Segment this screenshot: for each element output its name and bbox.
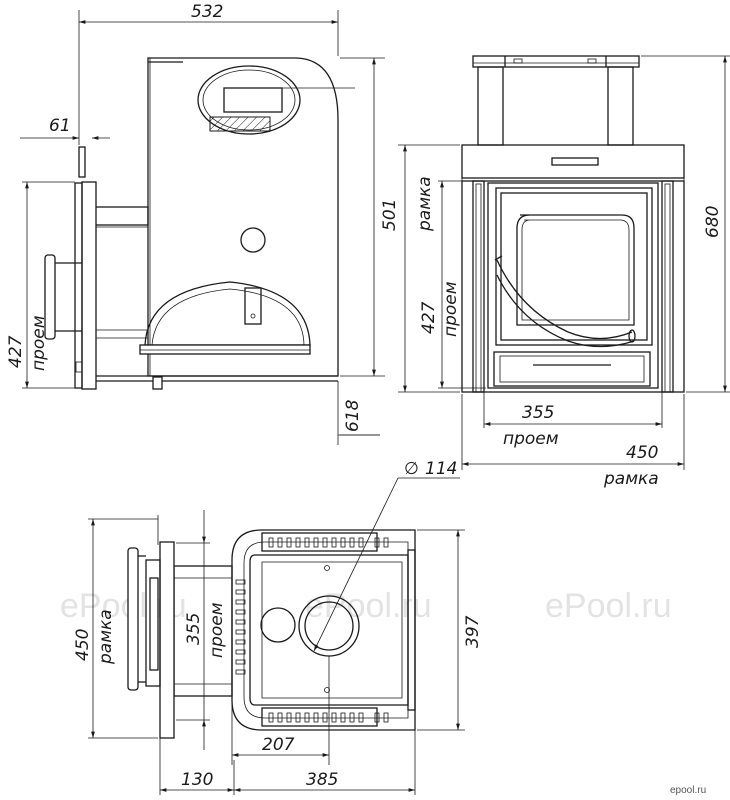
side-view bbox=[44, 57, 355, 390]
plan-view-dimensions: ∅ 114 450 рамка 355 проем 397 207 130 3 bbox=[73, 459, 483, 795]
dim-680: 680 bbox=[703, 206, 723, 238]
dim-355-plan: 355 bbox=[184, 613, 204, 645]
epool-logo: epool.ru bbox=[670, 785, 706, 796]
dim-385: 385 bbox=[306, 770, 338, 790]
watermark-text: ePool.ru bbox=[305, 587, 432, 625]
side-view-dimensions: 532 61 427 проем 501 618 bbox=[6, 2, 400, 445]
dim-427-front: 427 bbox=[419, 301, 439, 334]
label-frame-bottom: рамка bbox=[603, 469, 659, 489]
bottom-grille bbox=[261, 707, 389, 727]
label-opening-bottom: проем bbox=[503, 429, 559, 449]
label-opening-side: проем bbox=[29, 315, 49, 371]
front-view-dimensions: 680 рамка 427 проем 355 проем 450 рамка bbox=[398, 55, 730, 489]
watermark-text: ePool.ru bbox=[545, 587, 672, 625]
label-opening-plan: проем bbox=[207, 602, 227, 658]
dim-397: 397 bbox=[463, 615, 483, 648]
dim-501: 501 bbox=[380, 199, 400, 231]
dim-450-plan: 450 bbox=[73, 629, 93, 661]
dim-130: 130 bbox=[181, 770, 213, 790]
diameter-symbol: ∅ bbox=[404, 459, 419, 479]
dim-427-side: 427 bbox=[6, 335, 26, 368]
label-frame-front: рамка bbox=[415, 176, 435, 232]
front-view bbox=[461, 55, 685, 393]
top-grille bbox=[261, 532, 389, 552]
dim-355-front: 355 bbox=[522, 403, 554, 423]
logo-text: epool.ru bbox=[670, 785, 706, 796]
dim-diameter-114: 114 bbox=[425, 459, 457, 479]
dim-207: 207 bbox=[262, 735, 295, 755]
label-opening-front: проем bbox=[441, 281, 461, 337]
dim-532: 532 bbox=[191, 2, 223, 22]
dim-618: 618 bbox=[343, 399, 363, 432]
dim-61: 61 bbox=[49, 116, 71, 136]
dim-450-front: 450 bbox=[626, 443, 658, 463]
label-frame-plan: рамка bbox=[96, 609, 116, 665]
left-grille bbox=[235, 579, 246, 675]
